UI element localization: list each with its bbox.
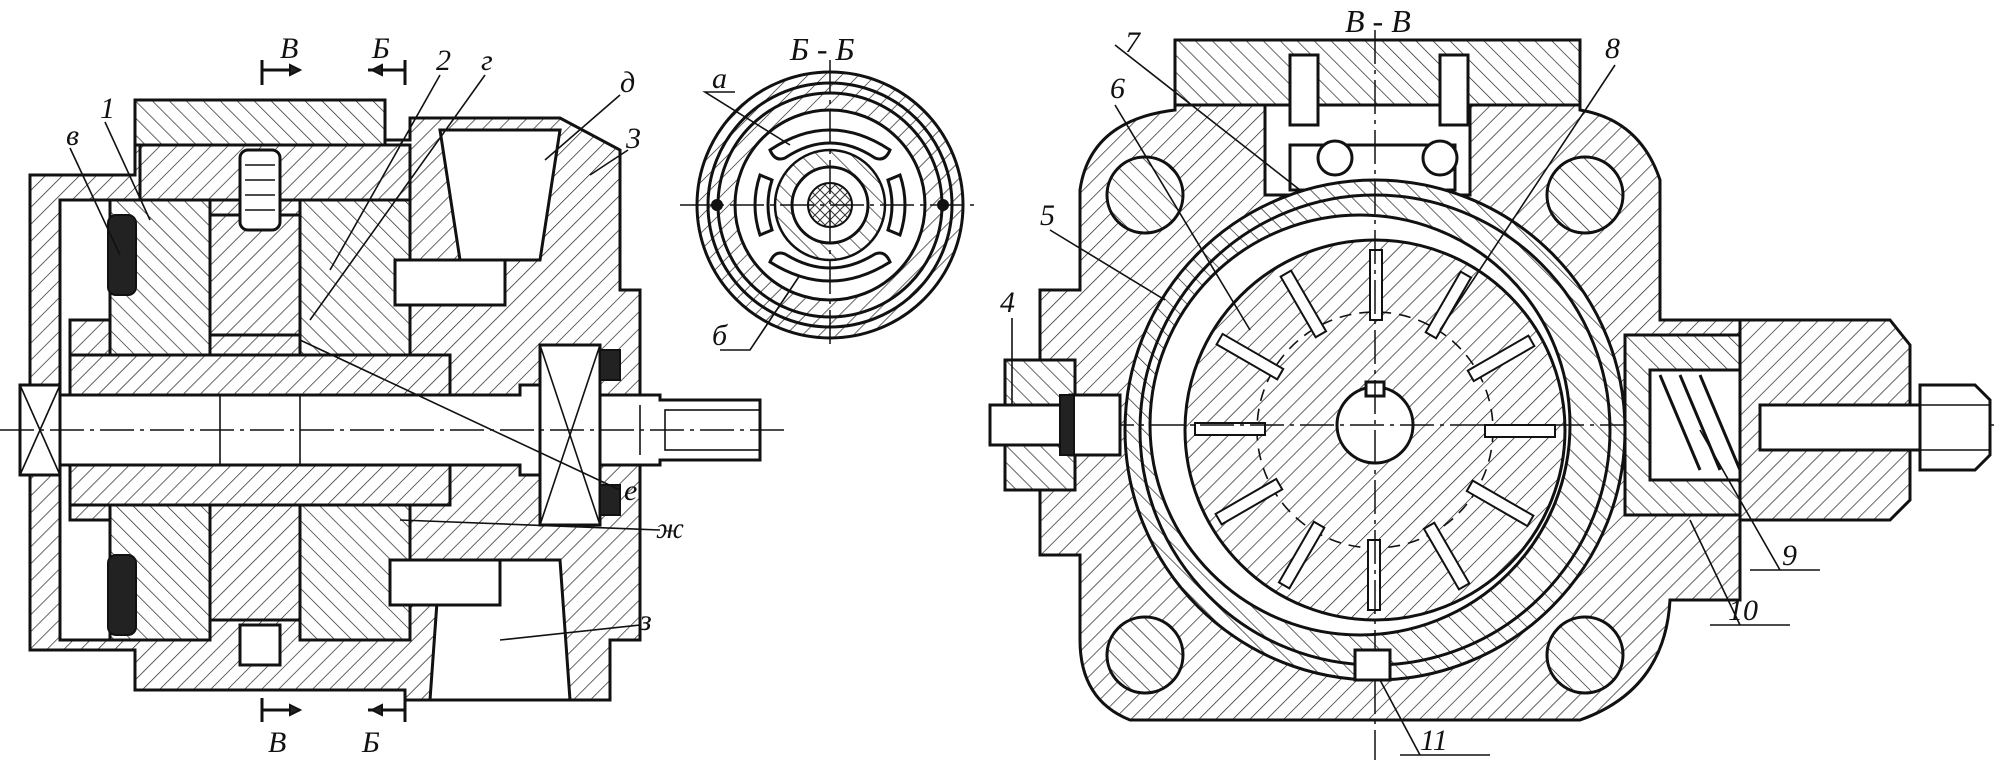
corner-bolt-tr	[1545, 155, 1625, 235]
section-mark-b-bottom: Б	[361, 726, 380, 759]
channel-top	[393, 258, 507, 307]
label-8: 8	[1605, 32, 1620, 65]
channel-bottom	[388, 558, 502, 607]
section-vv-view: В - В	[988, 3, 2000, 760]
bolt-left	[1288, 53, 1320, 127]
top-cover	[133, 98, 387, 147]
vanes	[1194, 249, 1556, 611]
label-1: 1	[100, 92, 115, 125]
bolt-right	[1438, 53, 1470, 127]
seal-bottom	[107, 554, 137, 636]
label-5: 5	[1040, 199, 1055, 232]
pin-11	[1353, 648, 1392, 682]
section-mark-v-top: В	[280, 32, 298, 65]
corner-bolt-bl	[1105, 615, 1185, 695]
label-4: 4	[1000, 286, 1015, 319]
seal-top	[107, 214, 137, 296]
label-6: 6	[1110, 72, 1125, 105]
label-zh: ж	[656, 512, 684, 545]
label-b: б	[712, 319, 728, 352]
label-v: в	[66, 119, 79, 152]
section-vv-title: В - В	[1345, 3, 1411, 39]
label-d: д	[620, 66, 635, 99]
section-mark-b-top: Б	[371, 32, 390, 65]
label-g: г	[481, 44, 493, 77]
stator-ring-bottom	[208, 498, 302, 622]
label-3: 3	[625, 122, 641, 155]
right-nut	[1918, 383, 1992, 472]
stator-ring-top	[208, 213, 302, 337]
bushing-top	[68, 353, 452, 397]
label-e: е	[624, 474, 637, 507]
shaft-seal-bottom	[599, 484, 621, 516]
right-rod	[1758, 403, 1922, 452]
slot-b	[768, 251, 892, 283]
label-2: 2	[436, 44, 451, 77]
longitudinal-section: В Б В Б 1 в 2 г д 3 е ж з	[0, 32, 790, 759]
bottom-pin	[238, 623, 282, 667]
top-spring-pin	[238, 148, 282, 232]
label-11: 11	[1420, 724, 1448, 757]
top-cap	[1173, 38, 1582, 107]
corner-bolt-br	[1545, 615, 1625, 695]
adjust-screw-4	[988, 393, 1122, 457]
label-a: а	[712, 62, 727, 95]
section-bb-view: Б - Б а б	[680, 31, 980, 352]
section-mark-v-bottom: В	[268, 726, 286, 759]
ball-left	[1316, 139, 1354, 177]
port-d	[438, 128, 562, 262]
bushing-bottom	[68, 463, 452, 507]
section-bb-title: Б - Б	[789, 31, 855, 67]
slot-a	[768, 128, 892, 161]
label-7: 7	[1125, 26, 1142, 59]
shaft-seal-top	[599, 349, 621, 381]
ball-right	[1421, 139, 1459, 177]
corner-bolt-tl	[1105, 155, 1185, 235]
label-9: 9	[1782, 539, 1797, 572]
label-10: 10	[1728, 594, 1758, 627]
label-z: з	[639, 604, 652, 637]
